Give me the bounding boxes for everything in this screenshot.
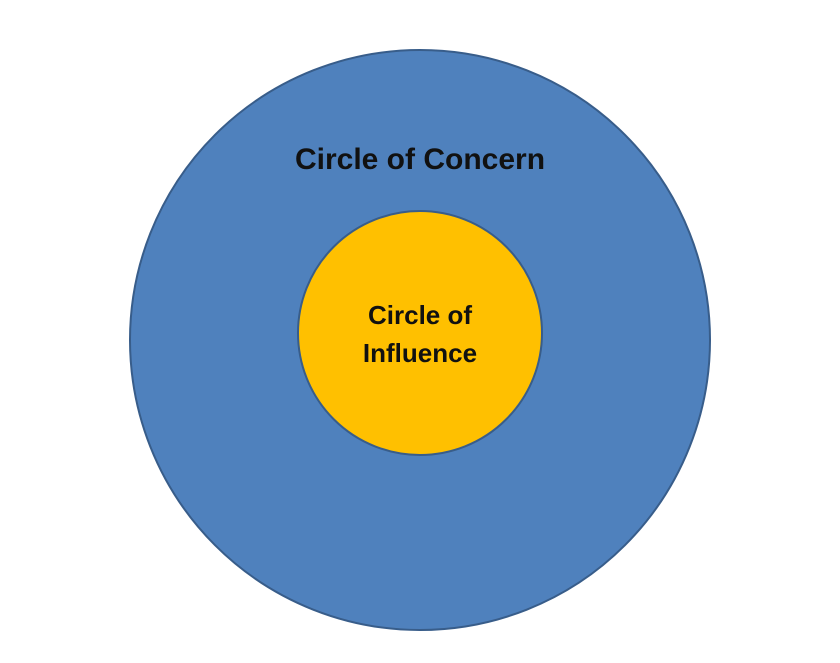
circle-of-influence-label-line2: Influence	[362, 338, 478, 368]
circle-of-concern-label: Circle of Concern	[294, 143, 546, 176]
circle-of-influence-label-line1: Circle of	[367, 300, 473, 330]
circle-of-influence-shape	[297, 210, 543, 456]
circle-of-influence-label: Circle of Influence	[320, 296, 520, 372]
